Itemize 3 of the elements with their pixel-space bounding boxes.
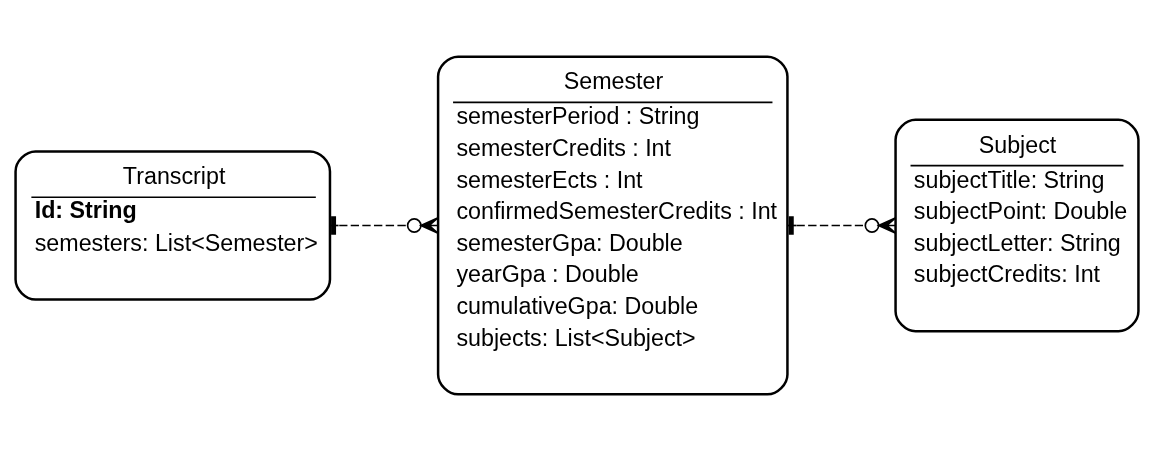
node-box: Subject subjectTitle: String subjectPoint: Double subjectLetter: String subjectCredits: Int xyxy=(894,118,1140,332)
node-box: Semester semesterPeriod : String semesterCredits : Int semesterEcts : Int confirmedSemesterCredits : Int semesterGpa: Double yearGpa : Double cumulativeGpa: Double subjects: List<Subject> xyxy=(436,54,789,396)
node-box: Transcript Id: String semesters: List<Semester> xyxy=(14,149,332,301)
